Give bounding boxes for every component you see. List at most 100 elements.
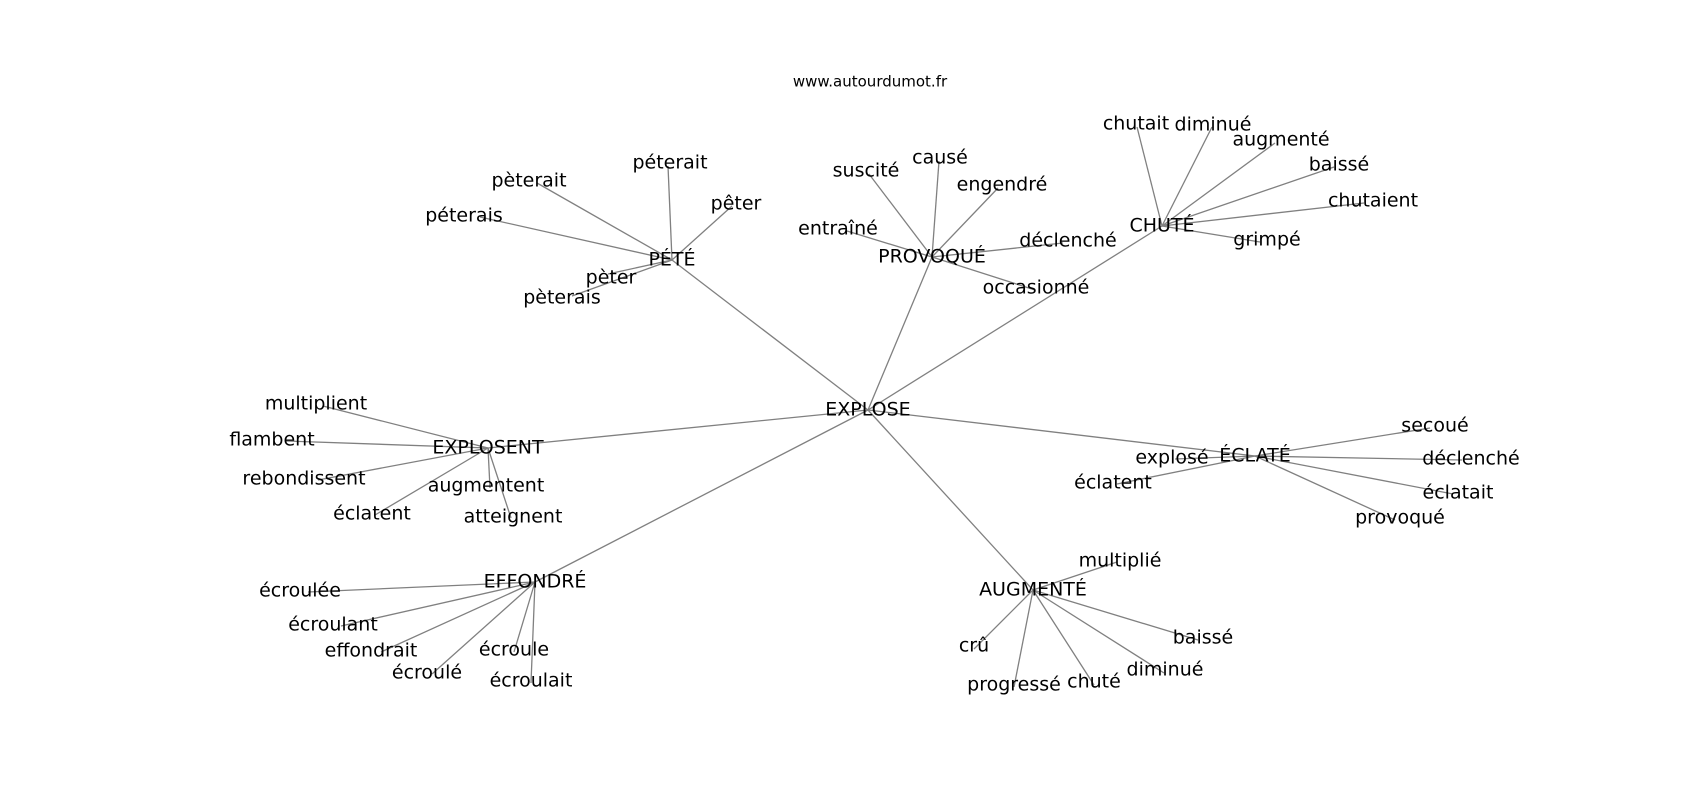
graph-labels: www.autourdumot.fr EXPLOSEPÉTÉpèteraitpé… — [229, 73, 1519, 696]
leaf-node: déclenché — [1422, 448, 1519, 470]
edge-hub-to-leaf — [931, 160, 940, 258]
leaf-node: occasionné — [983, 277, 1090, 299]
edge-hub-to-leaf — [530, 581, 536, 684]
leaf-node: grimpé — [1233, 229, 1300, 251]
edge-hub-to-leaf — [1254, 455, 1396, 521]
site-credit: www.autourdumot.fr — [793, 73, 948, 91]
edge-root-to-hub — [534, 409, 869, 583]
edge-hub-to-leaf — [1032, 561, 1118, 591]
hub-node: PÉTÉ — [648, 248, 695, 271]
edge-hub-to-leaf — [322, 405, 489, 449]
leaf-node: atteignent — [464, 506, 563, 528]
edge-hub-to-leaf — [1254, 455, 1463, 461]
leaf-node: diminué — [1127, 659, 1204, 681]
edge-hub-to-leaf — [487, 447, 512, 519]
edge-root-to-hub — [487, 409, 869, 449]
leaf-node: secoué — [1401, 415, 1468, 437]
edge-hub-to-leaf — [487, 447, 491, 489]
edge-root-to-hub — [867, 409, 1256, 457]
leaf-node: diminué — [1175, 114, 1252, 136]
edge-hub-to-leaf — [380, 581, 536, 653]
edge-hub-to-leaf — [1174, 455, 1256, 460]
edge-hub-to-leaf — [667, 165, 673, 261]
edge-hub-to-leaf — [671, 205, 733, 261]
edge-root-to-hub — [867, 225, 1163, 411]
leaf-node: pêter — [711, 193, 762, 215]
hub-node: EXPLOSENT — [432, 437, 544, 459]
leaf-node: chuté — [1067, 671, 1121, 693]
leaf-node: écroule — [479, 639, 549, 661]
edge-hub-to-leaf — [931, 256, 1036, 291]
hub-node: EFFONDRÉ — [484, 570, 587, 593]
leaf-node: écroulée — [259, 580, 341, 602]
edge-hub-to-leaf — [513, 581, 536, 653]
edge-hub-to-leaf — [1136, 126, 1163, 227]
edge-root-to-hub — [867, 409, 1034, 591]
leaf-node: éclatent — [333, 503, 411, 525]
edge-hub-to-leaf — [1254, 427, 1431, 457]
leaf-node: multiplié — [1079, 550, 1162, 572]
leaf-node: rebondissent — [242, 468, 365, 490]
leaf-node: multiplient — [265, 393, 367, 415]
root-node: EXPLOSE — [825, 399, 910, 421]
leaf-node: augmentent — [428, 475, 545, 497]
edge-root-to-hub — [671, 259, 869, 411]
edge-hub-to-leaf — [607, 259, 673, 275]
edge-hub-to-leaf — [1116, 455, 1256, 485]
edge-hub-to-leaf — [973, 589, 1034, 650]
leaf-node: engendré — [957, 174, 1048, 196]
hub-node: CHUTÉ — [1129, 214, 1194, 237]
leaf-node: pèter — [586, 267, 637, 289]
edge-hub-to-leaf — [1013, 589, 1034, 688]
edge-hub-to-leaf — [285, 440, 489, 449]
leaf-node: écroulait — [490, 670, 573, 692]
leaf-node: écroulant — [288, 614, 378, 636]
hub-node: AUGMENTÉ — [979, 578, 1087, 601]
leaf-node: péterais — [425, 205, 503, 227]
leaf-node: éclatent — [1074, 472, 1152, 494]
edge-hub-to-leaf — [1032, 589, 1165, 674]
edge-hub-to-leaf — [1032, 589, 1095, 686]
leaf-node: déclenché — [1019, 230, 1116, 252]
leaf-node: chutait — [1103, 113, 1169, 135]
leaf-node: chutaient — [1328, 190, 1418, 212]
leaf-node: augmenté — [1232, 129, 1329, 151]
leaf-node: pèterais — [523, 287, 601, 309]
leaf-node: péterait — [632, 152, 707, 174]
leaf-node: écroulé — [392, 662, 462, 684]
leaf-node: progressé — [967, 674, 1061, 696]
leaf-node: effondrait — [325, 640, 418, 662]
graph-edges — [285, 126, 1463, 688]
edge-hub-to-leaf — [536, 182, 673, 261]
edge-hub-to-leaf — [1032, 589, 1199, 641]
edge-hub-to-leaf — [931, 187, 999, 258]
edge-hub-to-leaf — [340, 581, 536, 627]
edge-hub-to-leaf — [307, 581, 536, 593]
hub-node: ÉCLATÉ — [1219, 444, 1290, 467]
leaf-node: éclatait — [1423, 482, 1494, 504]
edge-hub-to-leaf — [1161, 126, 1213, 227]
edge-hub-to-leaf — [374, 447, 489, 516]
leaf-node: provoqué — [1355, 507, 1445, 529]
edge-hub-to-leaf — [846, 230, 933, 258]
edge-hub-to-leaf — [868, 173, 933, 258]
leaf-node: suscité — [833, 160, 900, 182]
hub-node: PROVOQUÉ — [878, 245, 986, 268]
leaf-node: explosé — [1135, 447, 1208, 469]
edge-hub-to-leaf — [431, 581, 536, 675]
edge-hub-to-leaf — [1161, 142, 1276, 227]
edge-hub-to-leaf — [931, 242, 1064, 258]
leaf-node: causé — [912, 147, 968, 169]
leaf-node: flambent — [229, 429, 314, 451]
leaf-node: baissé — [1173, 627, 1233, 649]
edge-hub-to-leaf — [571, 259, 673, 297]
edge-hub-to-leaf — [1254, 455, 1454, 495]
leaf-node: entraîné — [798, 218, 878, 240]
edge-root-to-hub — [867, 256, 933, 411]
edge-hub-to-leaf — [1161, 166, 1335, 227]
edge-hub-to-leaf — [1161, 225, 1261, 243]
edge-hub-to-leaf — [479, 216, 673, 261]
edge-hub-to-leaf — [1161, 202, 1365, 227]
leaf-node: crû — [959, 635, 989, 657]
